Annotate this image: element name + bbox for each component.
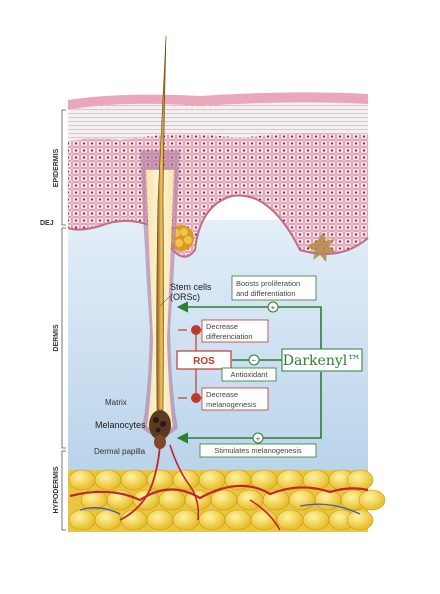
label-dermal-papilla: Dermal papilla <box>94 447 146 456</box>
decrease-mel-box <box>201 387 269 411</box>
antioxidant-box <box>221 367 277 382</box>
label-matrix: Matrix <box>105 398 127 407</box>
hypodermis-region <box>68 444 386 532</box>
fat-cell <box>158 489 186 511</box>
mechanism-diagram: Boosts proliferation and differentiation… <box>176 275 363 458</box>
label-melanocytes: Melanocytes <box>95 420 146 430</box>
boosts-box <box>231 275 317 301</box>
plus-sign-top <box>267 301 279 313</box>
dermis-region <box>68 220 368 475</box>
fat-cell <box>146 509 174 531</box>
decrease-mel-line2: melanogenesis <box>206 400 257 409</box>
hair-shaft <box>156 35 167 411</box>
fat-cell <box>288 489 316 511</box>
anatomy-labels: Stem cells (ORSc) Matrix Melanocytes Der… <box>94 282 212 456</box>
minus-sign-antioxidant <box>248 354 260 366</box>
fat-cell <box>302 509 330 531</box>
label-epidermis: EPIDERMIS <box>53 148 60 187</box>
layer-scale: EPIDERMIS DEJ DERMIS HYPODERMIS <box>40 109 66 531</box>
decrease-diff-box <box>201 319 269 343</box>
fat-cell <box>120 509 148 531</box>
label-dermis: DERMIS <box>53 324 60 352</box>
decrease-diff-line2: differenciation <box>206 332 253 341</box>
fat-cell <box>346 509 374 531</box>
fat-cell <box>210 489 238 511</box>
plus-bottom-text: + <box>256 434 261 443</box>
fat-cell <box>224 509 252 531</box>
decrease-diff-line1: Decrease <box>206 322 238 331</box>
decrease-mel-line1: Decrease <box>206 390 238 399</box>
label-hypodermis: HYPODERMIS <box>53 466 60 513</box>
minus-sign-top <box>191 325 201 335</box>
fat-cell <box>198 469 226 491</box>
darkenyl-text: Darkenyl™ <box>283 353 361 369</box>
darkenyl-box <box>281 348 363 372</box>
epidermis-region <box>67 92 369 258</box>
fat-cell <box>276 509 304 531</box>
antioxidant-text: Antioxidant <box>230 370 268 379</box>
label-stem-cells: Stem cells <box>170 282 212 292</box>
epidermal-melanocyte <box>307 232 336 262</box>
minus-sign-bottom <box>191 393 201 403</box>
fat-cell <box>314 489 342 511</box>
fat-cell <box>198 509 226 531</box>
fat-cell <box>120 469 148 491</box>
minus-bottom-text: − <box>194 394 199 403</box>
label-dej: DEJ <box>40 220 54 227</box>
label-orsc: (ORSc) <box>170 292 200 302</box>
fat-cell <box>68 509 96 531</box>
ros-text: ROS <box>193 356 215 367</box>
stimulates-text: Stimulates melanogenesis <box>214 446 302 455</box>
fat-cell <box>358 489 386 511</box>
boosts-line2: and differentiation <box>236 289 296 298</box>
fat-cell <box>94 469 122 491</box>
plus-top-text: + <box>271 303 276 312</box>
minus-antioxidant-text: − <box>252 356 257 365</box>
plus-sign-bottom <box>252 432 264 444</box>
boosts-line1: Boosts proliferation <box>236 279 300 288</box>
stimulates-box <box>199 443 317 458</box>
ros-box <box>176 350 232 370</box>
fat-cell <box>172 509 200 531</box>
minus-top-text: − <box>194 326 199 335</box>
fat-cell <box>346 469 374 491</box>
fat-cell <box>68 469 96 491</box>
